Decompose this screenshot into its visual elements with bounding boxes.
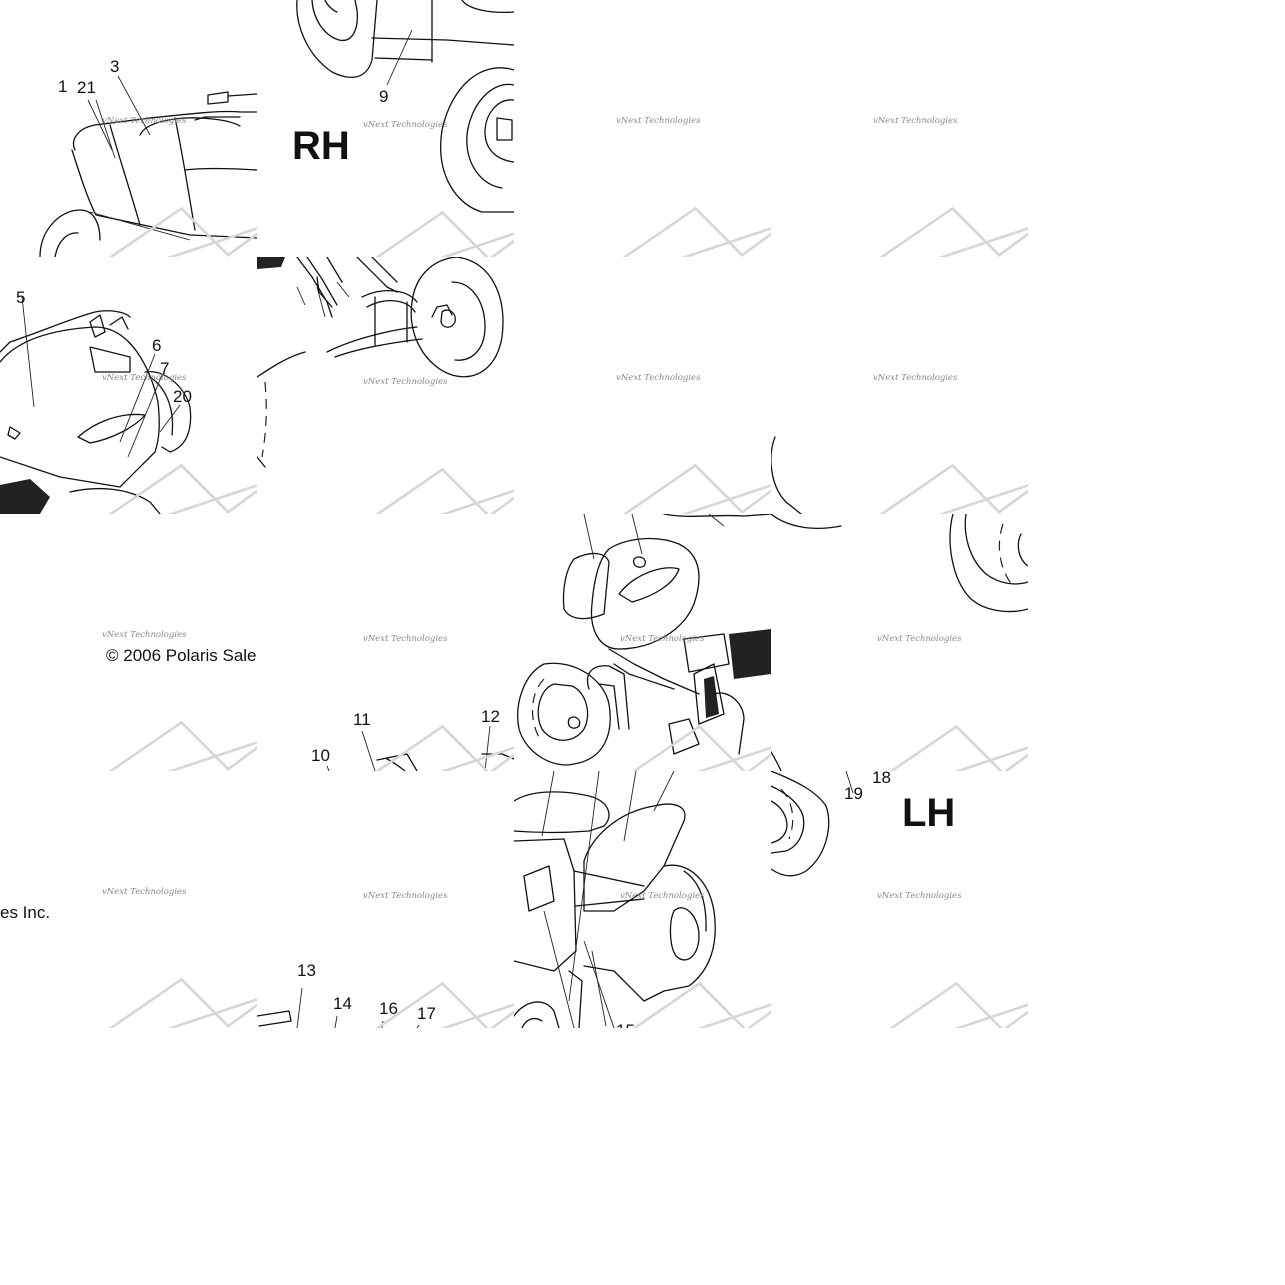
diagram-tile-wheel-edge: vNext Technologies	[771, 257, 1028, 514]
diagram-tile-wheels-rh: 9 RH vNext Technologies	[257, 0, 514, 257]
copyright-notice: © 2006 Polaris Sale	[106, 646, 257, 665]
watermark: vNext Technologies	[349, 626, 514, 771]
copyright-notice-continued: es Inc.	[0, 903, 51, 922]
front-lh-drawing	[517, 514, 771, 766]
watermark: vNext Technologies	[349, 112, 514, 257]
watermark: vNext Technologies	[859, 108, 1028, 257]
callout-14: 14	[333, 994, 352, 1013]
callout-6: 6	[152, 336, 162, 355]
callout-7: 7	[160, 359, 170, 378]
diagram-tile-rear-callouts-lh: 13 14 16 17 vNext Technologies	[257, 771, 514, 1028]
watermark: vNext Technologies	[606, 626, 771, 771]
diagram-tile-callouts-lh: 11 12 10 vNext Technologies	[257, 514, 514, 771]
front-suspension-drawing	[257, 257, 504, 468]
watermark: vNext Technologies	[863, 883, 1028, 1028]
diagram-tile-blank: vNext Technologies	[771, 0, 1028, 257]
callout-13: 13	[297, 961, 316, 980]
watermark: vNext Technologies	[602, 365, 771, 514]
rear-callout-leaders	[257, 987, 420, 1028]
diagram-tile-copyright-continued: es Inc. vNext Technologies	[0, 771, 257, 1028]
lh-wheel-drawing	[771, 771, 854, 877]
callout-15: 15	[616, 1022, 635, 1028]
diagram-tile-blank: vNext Technologies	[514, 0, 771, 257]
diagram-tile-rear-fender-rh: 1 21 3 vNext Technologies	[0, 0, 257, 257]
wheel-drawing-rh	[296, 0, 514, 213]
watermark: vNext Technologies	[88, 879, 257, 1028]
watermark: vNext Technologies	[349, 369, 514, 514]
watermark: vNext Technologies	[349, 883, 514, 1028]
watermark: vNext Technologies	[88, 365, 257, 514]
diagram-tile-lh-label: 19 18 LH vNext Technologies	[771, 771, 1028, 1028]
diagram-tile-copyright: © 2006 Polaris Sale vNext Technologies	[0, 514, 257, 771]
lh-leader-lines	[326, 725, 514, 771]
rear-fender-drawing	[39, 75, 257, 257]
diagram-tile-rear-fender-lh: 15 vNext Technologies	[514, 771, 771, 1028]
watermark: vNext Technologies	[602, 108, 771, 257]
front-fender-drawing	[0, 296, 192, 514]
watermark: vNext Technologies	[863, 626, 1028, 771]
callout-10: 10	[311, 746, 330, 765]
wheel-lh-drawing	[771, 514, 1028, 771]
callout-3: 3	[110, 57, 120, 76]
diagram-tile-front-suspension-rh: vNext Technologies	[257, 257, 514, 514]
callout-5: 5	[16, 288, 26, 307]
callout-1: 1	[58, 77, 68, 96]
callout-21: 21	[77, 78, 96, 97]
callout-18: 18	[872, 771, 891, 787]
callout-20: 20	[173, 387, 192, 406]
callout-17: 17	[417, 1004, 436, 1023]
diagram-tile-front-lh: vNext Technologies	[514, 514, 771, 771]
callout-19: 19	[844, 784, 863, 803]
diagram-tile-blank: vNext Technologies	[514, 257, 771, 514]
watermark: vNext Technologies	[88, 622, 257, 771]
watermark: vNext Technologies	[606, 883, 771, 1028]
diagram-tile-wheel-lh: vNext Technologies	[771, 514, 1028, 771]
watermark: vNext Technologies	[859, 365, 1028, 514]
rear-fender-lh-drawing	[514, 771, 716, 1028]
watermark: vNext Technologies	[88, 108, 257, 257]
left-hand-label: LH	[902, 791, 956, 835]
right-hand-label: RH	[292, 124, 350, 168]
callout-11: 11	[353, 710, 371, 729]
diagram-tile-front-fender-rh: 5 6 7 20 vNext Technologies	[0, 257, 257, 514]
callout-12: 12	[481, 707, 500, 726]
callout-16: 16	[379, 999, 398, 1018]
wheel-edge-drawing	[771, 436, 802, 514]
callout-9: 9	[379, 87, 389, 106]
